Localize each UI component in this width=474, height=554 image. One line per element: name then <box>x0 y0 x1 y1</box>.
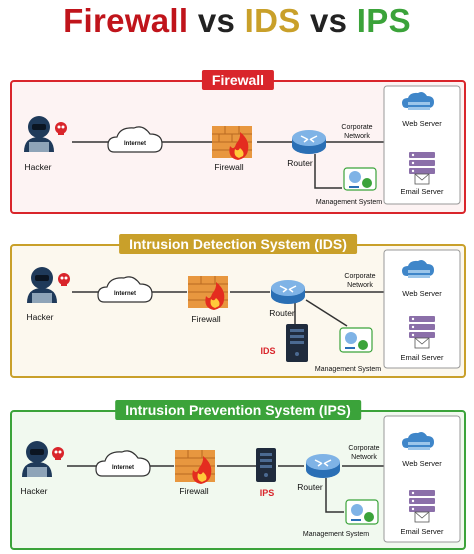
router-icon <box>306 454 340 478</box>
network-label: Network <box>344 133 370 140</box>
title-vs: vs <box>310 2 348 39</box>
email-server-icon <box>409 316 435 349</box>
network-label: Network <box>351 454 377 461</box>
skull-icon <box>55 122 67 135</box>
title-vs: vs <box>197 2 236 39</box>
skull-icon <box>52 447 64 460</box>
management-system-icon <box>345 499 379 525</box>
web-server-label: Web Server <box>402 289 442 298</box>
email-server-label: Email Server <box>401 353 444 362</box>
management-label: Management System <box>316 199 382 206</box>
email-server-label: Email Server <box>401 187 444 196</box>
title-firewall: Firewall <box>63 2 189 39</box>
cloud-icon <box>95 450 151 477</box>
hacker-icon <box>22 441 52 477</box>
firewall-label: Firewall <box>179 486 208 496</box>
internet-label: Internet <box>124 141 146 147</box>
router-label: Router <box>287 158 313 168</box>
web-server-icon <box>402 432 434 450</box>
router-icon <box>271 280 305 304</box>
hacker-label: Hacker <box>25 162 52 172</box>
management-label: Management System <box>315 366 381 373</box>
corporate-label: Corporate <box>341 124 372 131</box>
firewall-icon <box>175 450 215 484</box>
ids-diagram: Hacker Internet Firewall Router Corporat… <box>27 249 461 373</box>
ids-appliance-icon <box>286 324 308 362</box>
internet-label: Internet <box>114 291 136 297</box>
email-server-label: Email Server <box>401 527 444 536</box>
firewall-icon <box>212 126 252 160</box>
web-server-label: Web Server <box>402 119 442 128</box>
web-server-label: Web Server <box>402 459 442 468</box>
corporate-label: Corporate <box>348 445 379 452</box>
hacker-label: Hacker <box>27 312 54 322</box>
firewall-banner: Firewall <box>201 70 275 90</box>
firewall-panel: Firewall Hacker Internet <box>10 70 466 214</box>
management-system-icon <box>343 167 377 191</box>
title-ips: IPS <box>356 2 411 39</box>
web-server-icon <box>402 260 434 278</box>
skull-icon <box>58 273 70 286</box>
router-label: Router <box>297 482 323 492</box>
ips-panel: Intrusion Prevention System (IPS) Hacker… <box>10 400 466 550</box>
hacker-icon <box>27 267 57 303</box>
ips-banner: Intrusion Prevention System (IPS) <box>115 400 361 420</box>
ips-label: IPS <box>260 488 275 498</box>
network-label: Network <box>347 282 373 289</box>
router-icon <box>292 130 326 154</box>
page-title: Firewall vs IDS vs IPS <box>0 2 474 40</box>
ids-panel: Intrusion Detection System (IDS) Hacker … <box>10 234 466 378</box>
hacker-label: Hacker <box>21 486 48 496</box>
firewall-label: Firewall <box>214 162 243 172</box>
ips-appliance-icon <box>256 448 276 482</box>
email-server-icon <box>409 152 435 185</box>
hacker-icon <box>24 116 54 152</box>
web-server-icon <box>402 92 434 110</box>
ids-banner: Intrusion Detection System (IDS) <box>119 234 357 254</box>
router-label: Router <box>269 308 295 318</box>
cloud-icon <box>107 126 163 153</box>
title-ids: IDS <box>244 2 301 39</box>
management-system-icon <box>339 327 373 353</box>
ids-label: IDS <box>260 346 275 356</box>
email-server-icon <box>409 490 435 523</box>
firewall-icon <box>188 276 228 310</box>
internet-label: Internet <box>112 465 134 471</box>
corporate-label: Corporate <box>344 273 375 280</box>
cloud-icon <box>97 276 153 303</box>
firewall-label: Firewall <box>191 314 220 324</box>
firewall-diagram: Hacker Internet Firewall Router Corporat… <box>24 85 461 206</box>
management-label: Management System <box>303 531 369 538</box>
ips-diagram: Hacker Internet Firewall IPS <box>21 415 461 543</box>
